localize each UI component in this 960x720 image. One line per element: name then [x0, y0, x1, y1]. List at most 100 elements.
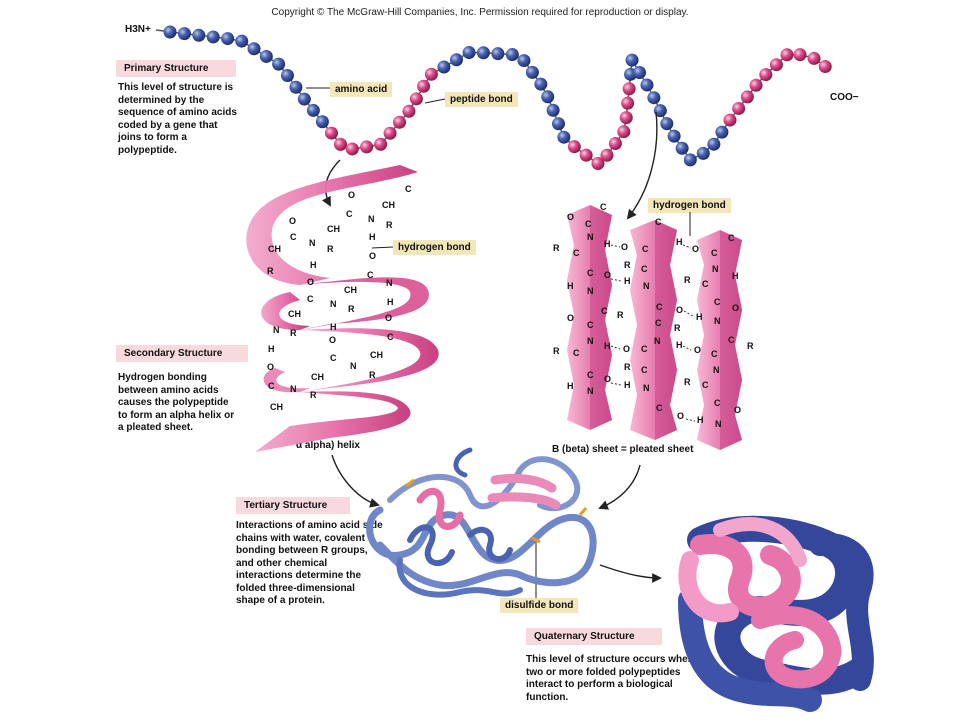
- svg-text:C: C: [702, 380, 709, 390]
- svg-text:O: O: [329, 335, 336, 345]
- amino-acid-bead: [740, 90, 754, 104]
- peptide-bond-pointer: [424, 98, 446, 104]
- amino-acid-bead: [551, 117, 565, 131]
- svg-text:N: N: [368, 214, 375, 224]
- beta-sheet-caption: B (beta) sheet = pleated sheet: [552, 444, 694, 455]
- amino-acid-bead: [306, 103, 320, 117]
- amino-acid-bead: [315, 115, 329, 129]
- amino-acid-bead: [462, 46, 476, 60]
- svg-text:O: O: [567, 212, 574, 222]
- amino-acid-label: amino acid: [330, 82, 393, 97]
- svg-text:O: O: [621, 242, 628, 252]
- tertiary-structure-description: Interactions of amino acid side chains w…: [236, 520, 383, 606]
- amino-acid-bead: [424, 67, 438, 81]
- svg-text:H: H: [330, 322, 337, 332]
- svg-text:O: O: [732, 303, 739, 313]
- amino-acid-bead: [622, 82, 636, 96]
- svg-text:H: H: [268, 344, 275, 354]
- amino-acid-bead: [807, 51, 821, 65]
- svg-text:N: N: [386, 278, 393, 288]
- svg-text:C: C: [367, 270, 374, 280]
- svg-text:C: C: [573, 348, 580, 358]
- svg-text:H: H: [604, 341, 611, 351]
- helix-hydrogen-bond-label: hydrogen bond: [393, 240, 476, 255]
- amino-acid-bead: [345, 142, 359, 156]
- amino-acid-bead: [546, 103, 560, 117]
- svg-text:R: R: [553, 346, 560, 356]
- svg-text:N: N: [712, 264, 719, 274]
- svg-text:N: N: [714, 316, 721, 326]
- amino-acid-bead: [221, 32, 235, 46]
- amino-acid-bead: [525, 65, 539, 79]
- amino-acid-bead: [476, 46, 490, 60]
- svg-text:N: N: [715, 419, 722, 429]
- svg-text:O: O: [604, 270, 611, 280]
- svg-text:H: H: [567, 381, 574, 391]
- amino-acid-bead: [667, 129, 681, 143]
- svg-text:C: C: [268, 381, 275, 391]
- quaternary-structure-tag: Quaternary Structure: [526, 628, 662, 645]
- svg-text:C: C: [587, 370, 594, 380]
- svg-text:N: N: [330, 299, 337, 309]
- amino-acid-bead: [334, 137, 348, 151]
- amino-acid-bead: [297, 92, 311, 106]
- amino-acid-bead: [579, 148, 593, 162]
- amino-acid-bead: [640, 78, 654, 92]
- amino-acid-bead: [769, 58, 783, 72]
- svg-text:CH: CH: [311, 372, 324, 382]
- svg-text:C: C: [585, 219, 592, 229]
- amino-acid-bead: [567, 140, 581, 154]
- amino-acid-bead: [793, 48, 807, 62]
- amino-acid-bead: [491, 47, 505, 61]
- amino-acid-bead: [437, 60, 451, 74]
- svg-text:H: H: [624, 380, 631, 390]
- svg-text:N: N: [713, 365, 720, 375]
- amino-acid-bead: [449, 53, 463, 67]
- amino-acid-bead: [541, 90, 555, 104]
- svg-text:C: C: [641, 344, 648, 354]
- tertiary-structure-tag: Tertiary Structure: [236, 497, 350, 514]
- svg-text:N: N: [309, 238, 316, 248]
- svg-text:C: C: [573, 248, 580, 258]
- svg-text:R: R: [267, 266, 274, 276]
- svg-text:C: C: [714, 297, 721, 307]
- svg-text:C: C: [656, 403, 663, 413]
- n-terminus-label: H3N+: [125, 24, 151, 35]
- svg-text:O: O: [267, 362, 274, 372]
- svg-text:CH: CH: [327, 224, 340, 234]
- svg-text:H: H: [604, 239, 611, 249]
- amino-acid-bead: [517, 54, 531, 68]
- svg-text:R: R: [310, 390, 317, 400]
- amino-acid-bead: [360, 140, 374, 154]
- amino-acid-bead: [749, 78, 763, 92]
- svg-text:CH: CH: [344, 285, 357, 295]
- amino-acid-bead: [272, 57, 286, 71]
- quaternary-complex: [678, 515, 874, 712]
- amino-acid-bead: [707, 137, 721, 151]
- svg-text:O: O: [694, 345, 701, 355]
- svg-text:H: H: [369, 232, 376, 242]
- helix-h-bond-pointer: [371, 246, 394, 249]
- amino-acid-bead: [235, 34, 249, 48]
- amino-acid-bead: [715, 125, 729, 139]
- amino-acid-bead: [732, 101, 746, 115]
- svg-text:N: N: [643, 281, 650, 291]
- amino-acid-bead: [192, 28, 206, 42]
- svg-text:O: O: [369, 251, 376, 261]
- svg-text:R: R: [327, 244, 334, 254]
- svg-text:O: O: [692, 244, 699, 254]
- svg-text:O: O: [677, 411, 684, 421]
- amino-acid-bead: [374, 137, 388, 151]
- amino-acid-bead: [557, 130, 571, 144]
- svg-text:O: O: [348, 190, 355, 200]
- svg-text:C: C: [656, 302, 663, 312]
- svg-text:R: R: [684, 377, 691, 387]
- n-terminus-link: [155, 29, 165, 32]
- svg-text:CH: CH: [268, 244, 281, 254]
- amino-acid-bead: [759, 68, 773, 82]
- svg-text:C: C: [714, 398, 721, 408]
- amino-acid-bead: [383, 126, 397, 140]
- svg-text:N: N: [587, 386, 594, 396]
